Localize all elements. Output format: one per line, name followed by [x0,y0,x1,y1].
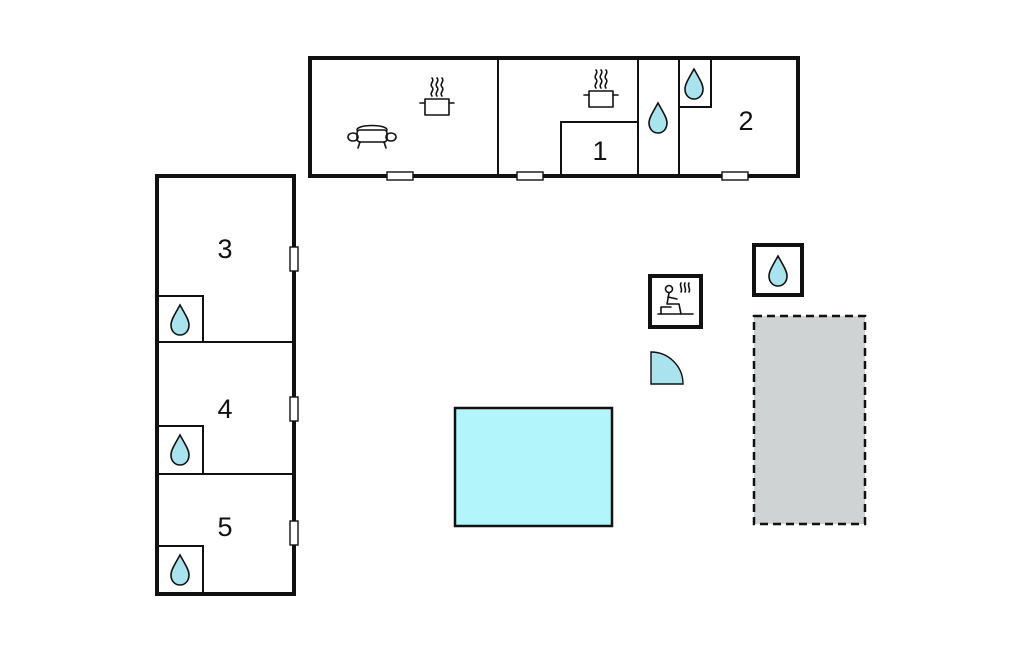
water-drop-icon [684,68,704,100]
main-house-outline [308,56,800,178]
main-house: 1 2 [308,56,800,181]
outdoor-shower [752,243,804,297]
door-swing-icon [650,351,684,385]
swimming-pool [453,406,614,528]
window [289,246,299,272]
window [721,171,749,181]
window [289,396,299,422]
terrace-area [752,314,867,526]
water-drop-icon [170,434,190,466]
window [516,171,544,181]
cooking-pot-icon [583,69,619,108]
window [386,171,414,181]
room-2-label: 2 [738,106,753,136]
sauna-icon [657,282,694,315]
room-4-label: 4 [217,394,232,424]
sauna-box [648,274,703,329]
room-1-box [560,121,639,177]
sauna [648,274,703,329]
bathroom-box [156,425,204,475]
water-drop-icon [170,304,190,336]
bathroom-box [156,295,204,343]
water-drop-icon [170,554,190,586]
water-drop-icon [648,102,668,134]
room-1-label: 1 [592,136,607,166]
cooking-pot-icon [419,77,455,116]
room-5-label: 5 [217,512,232,542]
annex-building: 3 4 5 [155,174,299,596]
annex-outline [155,174,296,596]
bathroom-box [156,545,204,595]
bathroom-box [678,57,712,108]
sofa-icon [347,124,397,149]
room-3-label: 3 [217,234,232,264]
window [289,520,299,546]
